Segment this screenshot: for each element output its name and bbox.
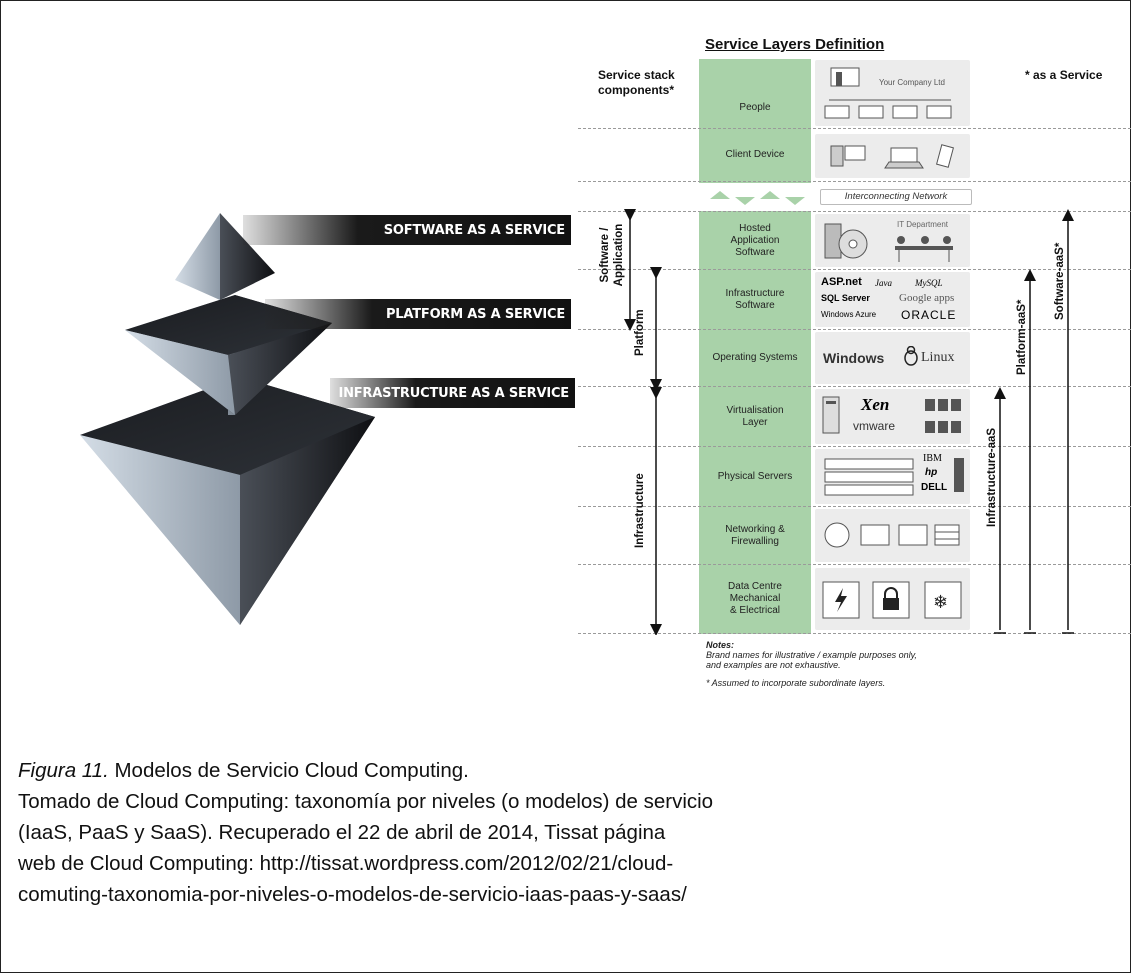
saas-arrow-label: Software-aaS* (1054, 242, 1066, 320)
googleapps-logo: Google apps (899, 292, 955, 304)
svg-text:❄: ❄ (933, 592, 948, 612)
service-stack-header: Service stack components* (598, 68, 675, 97)
source-line-4: comuting-taxonomia-por-niveles-o-modelos… (18, 883, 687, 906)
separator (578, 269, 1131, 270)
service-pyramid (80, 213, 375, 625)
notes-heading: Notes: (706, 640, 735, 650)
paas-banner-label: PLATFORM AS A SERVICE (385, 306, 565, 322)
server-rack-icon (824, 458, 914, 496)
blade-server-icon (954, 458, 964, 492)
separator (578, 329, 1131, 330)
layer-networking: Networking & Firewalling (725, 523, 785, 547)
virtual-machines-icon (925, 399, 961, 433)
notes-line-3: * Assumed to incorporate subordinate lay… (706, 678, 886, 688)
infra-software-icon-cell: ASP.net Java MySQL SQL Server Google app… (815, 272, 970, 327)
separator (578, 633, 1131, 634)
it-department-label: IT Department (897, 220, 948, 229)
figure-caption: Figura 11. Modelos de Servicio Cloud Com… (18, 755, 1128, 910)
server-tower-icon (822, 396, 840, 434)
oracle-logo: ORACLE (901, 308, 957, 322)
iaas-banner: INFRASTRUCTURE AS A SERVICE (330, 378, 575, 408)
separator (578, 128, 1131, 129)
client-device-icon-cell (815, 134, 970, 178)
layer-physical-servers: Physical Servers (717, 470, 793, 482)
datacentre-icon-cell: ❄ (815, 568, 970, 630)
layer-client-device: Client Device (725, 149, 785, 160)
networking-icon-cell (815, 509, 970, 562)
figure-label: Figura 11. (18, 759, 109, 782)
layer-hosted-application: Hosted Application Software (730, 222, 780, 258)
infrastructure-bracket-label: Infrastructure (634, 473, 646, 548)
windows-logo: Windows (823, 350, 885, 366)
right-scope-arrows (994, 209, 1074, 634)
layer-virtualisation: Virtualisation Layer (726, 404, 784, 428)
saas-banner: SOFTWARE AS A SERVICE (243, 215, 571, 245)
physical-servers-icon-cell: IBM hp DELL (815, 449, 970, 504)
virtualisation-icon-cell: Xen vmware (815, 389, 970, 444)
hosted-software-icon-cell: IT Department (815, 214, 970, 267)
separator (578, 506, 1131, 507)
paas-arrow-label: Platform-aaS* (1016, 299, 1028, 375)
iaas-banner-label: INFRASTRUCTURE AS A SERVICE (338, 385, 569, 401)
os-icon-cell: Windows Linux (815, 332, 970, 384)
as-a-service-header: * as a Service (1025, 68, 1103, 82)
building-icon (830, 67, 860, 87)
sqlserver-logo: SQL Server (821, 293, 870, 303)
it-team-icon (895, 236, 953, 262)
separator (578, 564, 1131, 565)
people-icon-cell: Your Company Ltd (815, 60, 970, 126)
dell-logo: DELL (921, 482, 948, 493)
network-devices-icon (824, 522, 960, 548)
iaas-arrow-label: Infrastructure-aaS (986, 427, 998, 527)
org-chart-icon (824, 99, 952, 119)
source-line-3: web de Cloud Computing: http://tissat.wo… (18, 852, 674, 875)
interconnecting-network-label: Interconnecting Network (820, 189, 972, 205)
source-line-1: Tomado de Cloud Computing: taxonomía por… (18, 790, 714, 813)
aspnet-logo: ASP.net (821, 276, 862, 288)
layer-data-centre: Data Centre Mechanical & Electrical (728, 581, 782, 616)
xen-logo: Xen (861, 395, 890, 414)
linux-logo: Linux (921, 350, 955, 365)
hp-logo: hp (925, 467, 938, 478)
platform-bracket-label: Platform (634, 309, 646, 356)
java-logo: Java (875, 278, 892, 288)
company-label: Your Company Ltd (879, 78, 945, 87)
mysql-logo: MySQL (915, 278, 943, 288)
separator (578, 211, 1131, 212)
source-line-2: (IaaS, PaaS y SaaS). Recuperado el 22 de… (18, 821, 666, 844)
paas-banner: PLATFORM AS A SERVICE (265, 299, 571, 329)
software-application-bracket-label: Software / Application (599, 223, 625, 287)
notes-line-2: and examples are not exhaustive. (706, 660, 841, 670)
network-arrows-icon (710, 191, 805, 205)
ibm-logo: IBM (923, 453, 942, 464)
notes-line-1: Brand names for illustrative / example p… (706, 650, 917, 660)
saas-banner-label: SOFTWARE AS A SERVICE (383, 222, 566, 238)
windowsazure-logo: Windows Azure (821, 310, 877, 319)
separator (578, 181, 1131, 182)
vmware-logo: vmware (853, 419, 896, 433)
software-box-icon (824, 223, 868, 259)
layer-column (699, 59, 811, 634)
layer-operating-systems: Operating Systems (712, 352, 798, 363)
layer-infrastructure-software: Infrastructure Software (725, 287, 785, 311)
tux-icon (904, 346, 918, 366)
left-bracket-arrows (624, 209, 662, 635)
layer-people: People (739, 102, 771, 113)
diagram-notes: Notes: Brand names for illustrative / ex… (706, 640, 917, 688)
diagram-title: Service Layers Definition (705, 36, 885, 53)
devices-icon (830, 144, 954, 169)
power-lock-cooling-icon: ❄ (822, 581, 962, 619)
separator (578, 386, 1131, 387)
separator (578, 446, 1131, 447)
figure-title: Modelos de Servicio Cloud Computing. (108, 759, 469, 782)
